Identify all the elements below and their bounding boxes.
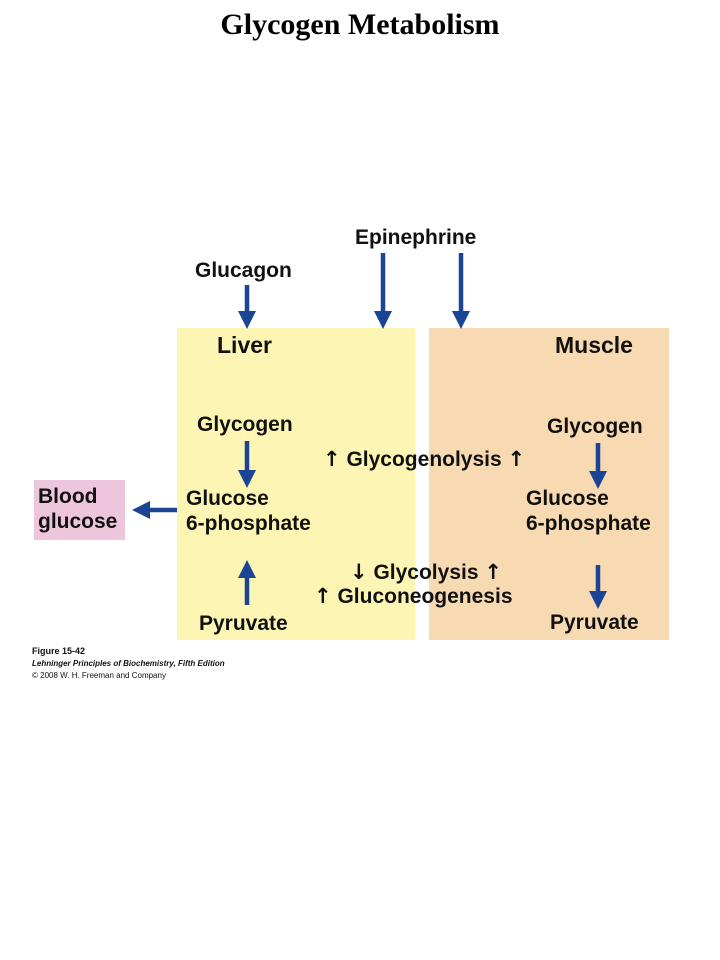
glycogenolysis-row: ↑ Glycogenolysis ↑ <box>323 446 525 473</box>
liver-pyruvate-label: Pyruvate <box>199 612 288 635</box>
liver-heading: Liver <box>217 332 272 358</box>
liver-panel <box>177 328 415 640</box>
muscle-glucose-label: Glucose <box>526 487 609 510</box>
down-arrow-icon: ↓ <box>350 560 368 584</box>
copyright: © 2008 W. H. Freeman and Company <box>32 671 166 680</box>
glycogenolysis-label: Glycogenolysis <box>346 448 502 471</box>
gluconeogenesis-row: ↑ Gluconeogenesis <box>314 583 513 610</box>
muscle-heading: Muscle <box>555 332 633 358</box>
up-arrow-icon: ↑ <box>484 560 502 584</box>
glucose-label: glucose <box>38 510 118 533</box>
muscle-g6p-label: 6-phosphate <box>526 512 651 535</box>
gluconeogenesis-label: Gluconeogenesis <box>337 585 513 608</box>
up-arrow-icon: ↑ <box>323 447 341 471</box>
epinephrine-label: Epinephrine <box>355 226 477 249</box>
glycolysis-row: ↓ Glycolysis ↑ <box>350 559 502 586</box>
book-title: Lehninger Principles of Biochemistry, Fi… <box>32 659 225 668</box>
figure-number: Figure 15-42 <box>32 646 86 656</box>
muscle-glycogen-label: Glycogen <box>547 415 643 438</box>
liver-glycogen-label: Glycogen <box>197 413 293 436</box>
glucagon-label: Glucagon <box>195 259 292 282</box>
blood-label: Blood <box>38 485 98 508</box>
blood-glucose-panel <box>34 480 125 540</box>
page-title: Glycogen Metabolism <box>220 8 500 41</box>
muscle-pyruvate-label: Pyruvate <box>550 611 639 634</box>
up-arrow-icon: ↑ <box>507 447 526 471</box>
up-arrow-icon: ↑ <box>314 584 332 608</box>
liver-g6p-label: 6-phosphate <box>186 512 311 535</box>
liver-glucose-label: Glucose <box>186 487 269 510</box>
muscle-panel <box>429 328 669 640</box>
glycolysis-label: Glycolysis <box>373 561 479 584</box>
